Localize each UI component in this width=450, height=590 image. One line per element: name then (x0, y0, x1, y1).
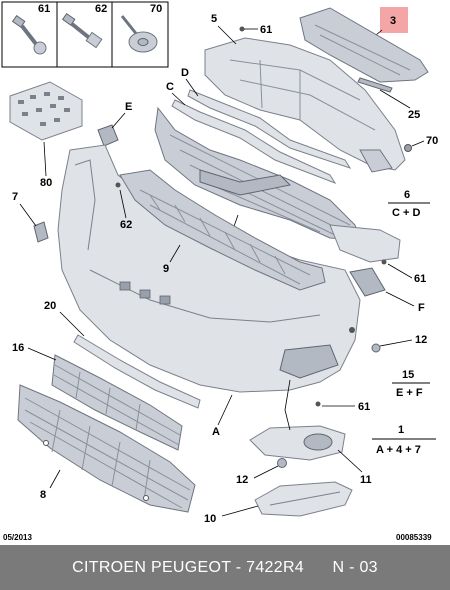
box-label-70: 70 (150, 3, 162, 15)
fastener-boxes: 61 62 70 (1, 1, 169, 68)
diagram-date: 05/2013 (3, 533, 32, 542)
callout-c: C (166, 81, 174, 93)
callout-61-right: 61 (414, 273, 426, 285)
callout-5: 5 (211, 13, 217, 25)
formula-1-top: 1 (398, 424, 404, 436)
callout-62: 62 (120, 219, 132, 231)
clip-bag-80 (9, 81, 83, 141)
callout-9: 9 (163, 263, 169, 275)
callout-80: 80 (40, 177, 52, 189)
highlight-box-3 (380, 7, 408, 33)
clip-70-icon (120, 15, 158, 53)
lower-grille-8 (17, 384, 196, 513)
callout-16: 16 (12, 342, 24, 354)
callout-25: 25 (408, 109, 420, 121)
highlight-label-3: 3 (390, 15, 396, 27)
chrome-strip-c (171, 99, 337, 185)
mid-grille-16 (51, 354, 183, 451)
callout-70: 70 (426, 135, 438, 147)
footer-text: CITROEN PEUGEOT - 7422R4 N - 03 (72, 558, 378, 576)
callout-7: 7 (12, 191, 18, 203)
callout-f: F (418, 302, 425, 314)
callout-8: 8 (40, 489, 46, 501)
formula-15-bottom: E + F (396, 387, 423, 399)
formula-1-bottom: A + 4 + 7 (376, 444, 421, 456)
formula-6-top: 6 (404, 189, 410, 201)
callout-e: E (125, 101, 132, 113)
formula-6-bottom: C + D (392, 207, 420, 219)
callout-12-upper: 12 (415, 334, 427, 346)
exploded-parts-diagram: 61 62 70 3 5 61 25 70 D C (1, 1, 438, 542)
screw-61-icon (11, 14, 47, 55)
footer-bar: CITROEN PEUGEOT - 7422R4 N - 03 (0, 545, 450, 590)
screw-62-icon (61, 12, 103, 49)
trim-strip-20 (73, 334, 201, 409)
callout-a: A (212, 426, 220, 438)
lower-reinforcement-part (119, 169, 326, 291)
box-label-61: 61 (38, 3, 50, 15)
chrome-strip-d (187, 89, 352, 169)
callout-d: D (181, 67, 189, 79)
callout-10: 10 (204, 513, 216, 525)
box-label-62: 62 (95, 3, 107, 15)
callout-61-lower: 61 (358, 401, 370, 413)
callout-12-lower: 12 (236, 474, 248, 486)
callout-20: 20 (44, 300, 56, 312)
callout-61-top: 61 (260, 24, 272, 36)
formula-15-top: 15 (402, 369, 414, 381)
diagram-ref: 00085339 (396, 533, 432, 542)
front-carrier-part (204, 37, 406, 171)
callout-11: 11 (360, 474, 372, 486)
